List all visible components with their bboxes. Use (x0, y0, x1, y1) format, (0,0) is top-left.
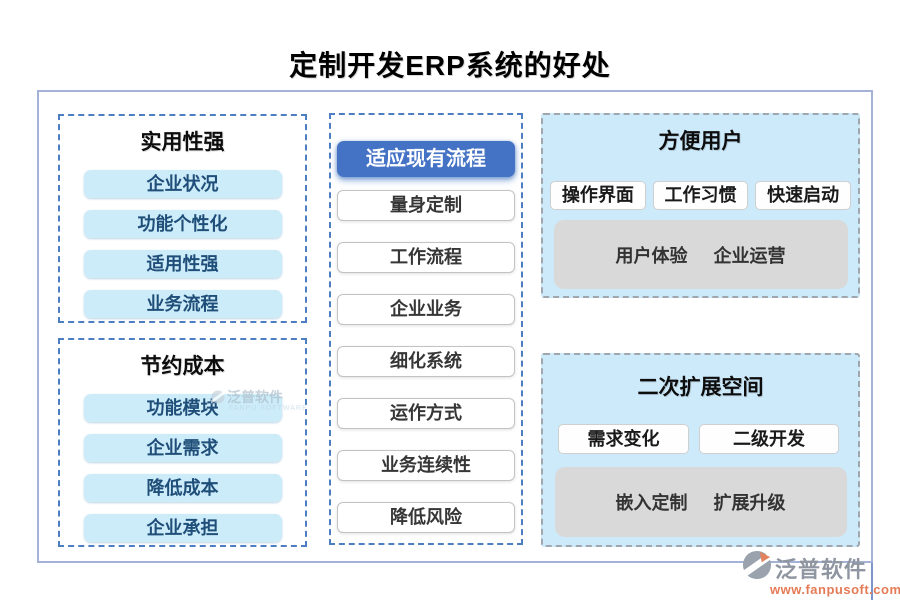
list-item: 业务连续性 (337, 450, 515, 481)
list-item: 运作方式 (337, 398, 515, 429)
watermark: 泛普软件 FANPU SOFTWARE (211, 390, 308, 412)
list-item: 企业业务 (337, 294, 515, 325)
group-title: 实用性强 (140, 131, 225, 154)
outer-frame (37, 90, 873, 563)
list-item: 适用性强 (83, 250, 282, 278)
list-item: 细化系统 (337, 346, 515, 377)
tag-item: 操作界面 (550, 181, 646, 210)
list-item: 功能个性化 (83, 210, 282, 238)
watermark-name: 泛普软件 (227, 389, 283, 405)
fanpu-logo-icon (742, 550, 772, 580)
group-title: 二次扩展空间 (637, 376, 764, 399)
tag-item: 二级开发 (699, 424, 839, 454)
tag-item: 需求变化 (558, 424, 689, 454)
tag-row: 需求变化 二级开发 (558, 424, 858, 454)
tag-item: 快速启动 (755, 181, 852, 210)
list-item: 降低风险 (337, 502, 515, 533)
brand-name: 泛普软件 (775, 557, 868, 582)
tag-row: 操作界面 工作习惯 快速启动 (543, 181, 858, 210)
watermark-caption: FANPU SOFTWARE (229, 405, 308, 412)
list-item: 功能模块 (83, 394, 282, 422)
summary-panel: 用户体验 企业运营 (553, 220, 848, 289)
brand-url: www.fanpusoft.com (770, 582, 900, 597)
highlighted-item: 适应现有流程 (337, 141, 515, 177)
list-item: 降低成本 (83, 474, 282, 502)
panel-label: 用户体验 (615, 245, 688, 266)
list-item: 量身定制 (337, 190, 515, 221)
group-title: 方便用户 (658, 130, 743, 153)
group-secondary-expansion: 二次扩展空间 需求变化 二级开发 嵌入定制 扩展升级 (541, 353, 860, 547)
frame-tail-line (871, 563, 873, 600)
group-process-flow: 适应现有流程 量身定制 工作流程 企业业务 细化系统 运作方式 业务连续性 降低… (329, 113, 523, 545)
brand-logo: 泛普软件 www.fanpusoft.com (742, 550, 900, 597)
panel-label: 扩展升级 (713, 493, 786, 513)
group-title: 节约成本 (140, 355, 225, 378)
group-practicality: 实用性强 企业状况 功能个性化 适用性强 业务流程 (58, 114, 307, 323)
page-title: 定制开发ERP系统的好处 (289, 50, 611, 81)
group-cost-saving: 节约成本 功能模块 企业需求 降低成本 企业承担 (58, 338, 307, 547)
list-item: 工作流程 (337, 242, 515, 273)
group-user-convenience: 方便用户 操作界面 工作习惯 快速启动 用户体验 企业运营 (541, 113, 860, 298)
fanpu-watermark-icon (211, 390, 225, 404)
tag-item: 工作习惯 (652, 181, 749, 210)
panel-label: 嵌入定制 (615, 493, 688, 513)
list-item: 企业需求 (83, 434, 282, 462)
list-item: 业务流程 (83, 290, 282, 318)
summary-panel: 嵌入定制 扩展升级 (554, 467, 847, 537)
panel-label: 企业运营 (713, 245, 786, 266)
list-item: 企业状况 (83, 170, 282, 198)
list-item: 企业承担 (83, 514, 282, 542)
